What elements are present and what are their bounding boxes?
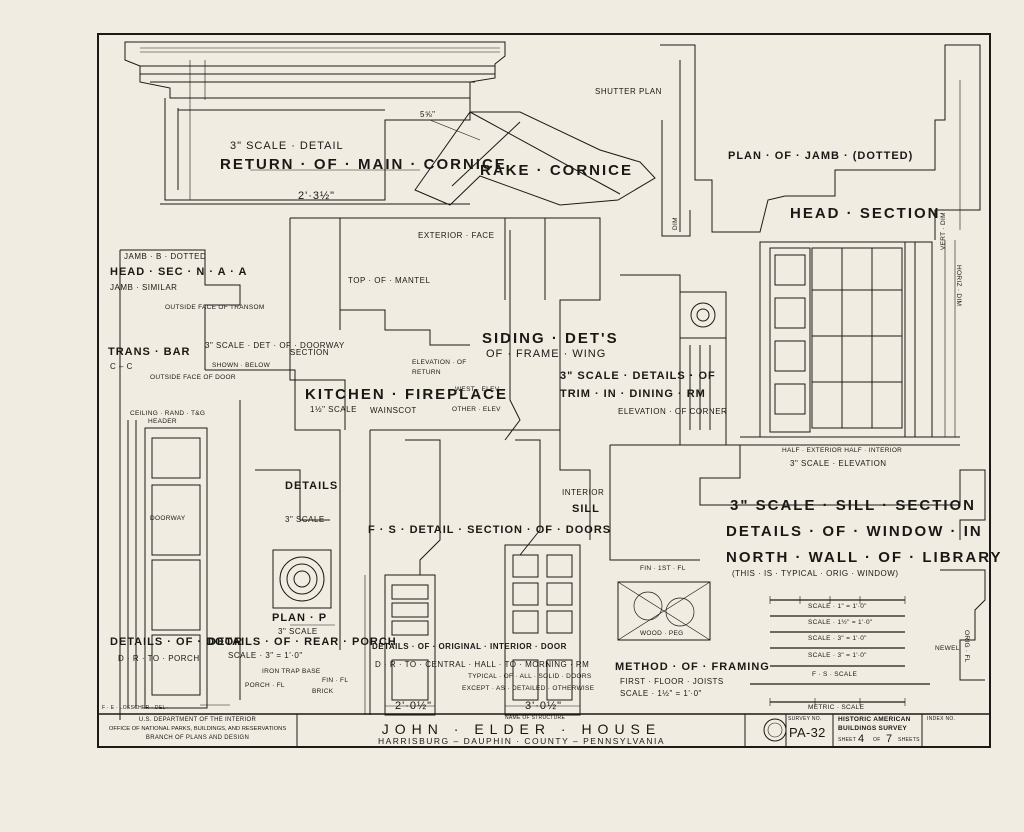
scale-bar-3: SCALE · 3" = 1'·0" [808,635,867,642]
sheets-label: SHEETS [898,737,920,743]
wainscot-label: WAINSCOT [370,406,417,415]
structure-name: JOHN · ELDER · HOUSE [381,721,662,737]
trans-bar-label: TRANS · BAR [108,346,191,358]
structure-location: HARRISBURG – DAUPHIN · COUNTY – PENNSYLV… [377,736,666,746]
interior-label: INTERIOR [562,488,605,497]
trim-title: TRIM · IN · DINING · RM [560,388,706,400]
survey-no-label: SURVEY NO. [788,716,822,722]
original-interior-door: DETAILS · OF · ORIGINAL · INTERIOR · DOO… [372,642,567,651]
sill-label: SILL [572,503,600,515]
cornice-dim: 5⅝" [420,110,436,119]
sheet-number: 4 [858,733,865,745]
iron-trap-base: IRON TRAP BASE [262,668,321,675]
fs-detail-section: F · S · DETAIL · SECTION · OF · DOORS [368,524,612,536]
half-exterior-interior: HALF · EXTERIOR HALF · INTERIOR [782,447,903,454]
sheet-label: SHEET [838,737,857,743]
door-width-small: 2'·0½" [395,700,433,712]
delineator: F · E · LOESCHER · DEL · [102,705,170,711]
jamb-similar-label: JAMB · SIMILAR [110,283,178,292]
cc-label: C – C [110,362,133,371]
head-section-aa: HEAD · SEC · N · A · A [110,266,248,278]
porch-floor-label: PORCH · FL [245,682,285,689]
framing-scale: SCALE · 1½" = 1'·0" [620,689,702,698]
details-label: DETAILS [285,480,339,492]
siding-details-title: SIDING · DET'S [482,330,619,347]
scale-bar-2: SCALE · 1½" = 1'·0" [808,619,873,626]
typical-window-note: (THIS · IS · TYPICAL · ORIG · WINDOW) [732,569,899,578]
top-of-mantel-label: TOP · OF · MANTEL [348,276,431,285]
cornice-title-scale: 3" SCALE · DETAIL [230,140,344,152]
plan-p-title: PLAN · P [272,612,328,624]
details-of-window-title: DETAILS · OF · WINDOW · IN [726,523,983,540]
section-label: SECTION [290,348,330,357]
outside-face-door: OUTSIDE FACE OF DOOR [150,374,236,381]
header-label: HEADER [148,418,177,425]
kitchen-fireplace-title: KITCHEN · FIREPLACE [305,386,508,403]
north-wall-title: NORTH · WALL · OF · LIBRARY [726,549,1003,566]
ceiling-label: CEILING · RAND · T&G [130,410,206,417]
shown-below-label: SHOWN · BELOW [212,362,271,369]
survey-number: PA-32 [789,725,826,740]
brick-label: BRICK [312,688,334,695]
elevation-of-corner: ELEVATION · OF CORNER [618,407,728,416]
scale-bar-fs: F · S · SCALE [812,671,858,678]
doorway-detail-scale: 3" SCALE · DET · OF · DOORWAY [205,341,345,350]
except-as-detailed: EXCEPT · AS · DETAILED · OTHERWISE [462,685,595,692]
typical-solid-doors: TYPICAL · OF · ALL · SOLID · DOORS [468,673,592,680]
scale-bar-metric: METRIC · SCALE [808,704,865,711]
fin-first-floor: FIN · 1ST · FL [640,565,686,572]
scale-bar-4: SCALE · 3" = 1'·0" [808,652,867,659]
structure-name-label: NAME OF STRUCTURE [505,715,566,721]
wood-peg-label: WOOD · PEG [640,630,684,637]
rear-porch-scale: SCALE · 3" = 1'·0" [228,651,303,660]
west-elev-label: WEST · ELEV [455,386,500,393]
details-rear-porch: DETAILS · OF · REAR · PORCH [208,636,397,648]
newel-label: NEWEL [935,645,960,652]
agency-line-1: U.S. DEPARTMENT OF THE INTERIOR [138,717,257,723]
orig-floor-label: ORIG · FL [963,630,970,663]
elevation-scale: 3" SCALE · ELEVATION [790,459,887,468]
agency-line-3: BRANCH OF PLANS AND DESIGN [145,735,250,741]
habs-line-2: BUILDINGS SURVEY [838,725,907,732]
first-floor-joists: FIRST · FLOOR · JOISTS [620,677,724,686]
rake-cornice-title: RAKE · CORNICE [480,162,634,179]
plan-p-scale: 3" SCALE [278,627,318,636]
head-section-title: HEAD · SECTION [790,205,941,222]
plan-of-jamb-title: PLAN · OF · JAMB · (DOTTED) [728,150,914,162]
vert-dim-label: VERT · DIM [940,212,947,250]
details-of-door: DETAILS · OF · DOOR [110,636,244,648]
doorway-label: DOORWAY [150,515,186,522]
elevation-of-return: ELEVATION · OF RETURN [412,359,467,376]
cornice-title: RETURN · OF · MAIN · CORNICE [220,156,507,173]
sheet-total: 7 [886,733,893,745]
habs-line-1: HISTORIC AMERICAN [838,716,911,723]
outside-face-transom: OUTSIDE FACE OF TRANSOM [165,304,265,311]
door-width-large: 3'·0½" [525,700,563,712]
shutter-plan-label: SHUTTER PLAN [595,87,662,96]
kitchen-fireplace-scale: 1½" SCALE [310,405,357,414]
door-central-hall: D · R · TO · CENTRAL · HALL · TO · MORNI… [375,660,590,669]
details-scale: 3" SCALE [285,515,325,524]
sheet-of-label: OF [873,737,881,743]
jamb-dotted-label: JAMB · B · DOTTED [124,252,207,261]
method-of-framing-title: METHOD · OF · FRAMING [615,661,770,673]
fin-floor-label: FIN · FL [322,677,349,684]
exterior-face-label: EXTERIOR · FACE [418,231,495,240]
scale-bar-1: SCALE · 1" = 1'·0" [808,603,867,610]
sill-section-title: 3" SCALE · SILL · SECTION [730,497,977,514]
trim-title-scale: 3" SCALE · DETAILS · OF [560,370,716,382]
horiz-dim-label: HORIZ · DIM [955,265,962,307]
door-to-porch: D · R · TO · PORCH [118,654,200,663]
index-no-label: INDEX NO. [927,716,956,722]
other-elev-label: OTHER · ELEV [452,406,501,413]
agency-line-2: OFFICE OF NATIONAL PARKS, BUILDINGS, AND… [108,726,287,732]
dim-label: DIM [672,217,679,230]
cornice-width-dim: 2'·3½" [298,190,336,202]
frame-wing-label: OF · FRAME · WING [486,348,607,360]
